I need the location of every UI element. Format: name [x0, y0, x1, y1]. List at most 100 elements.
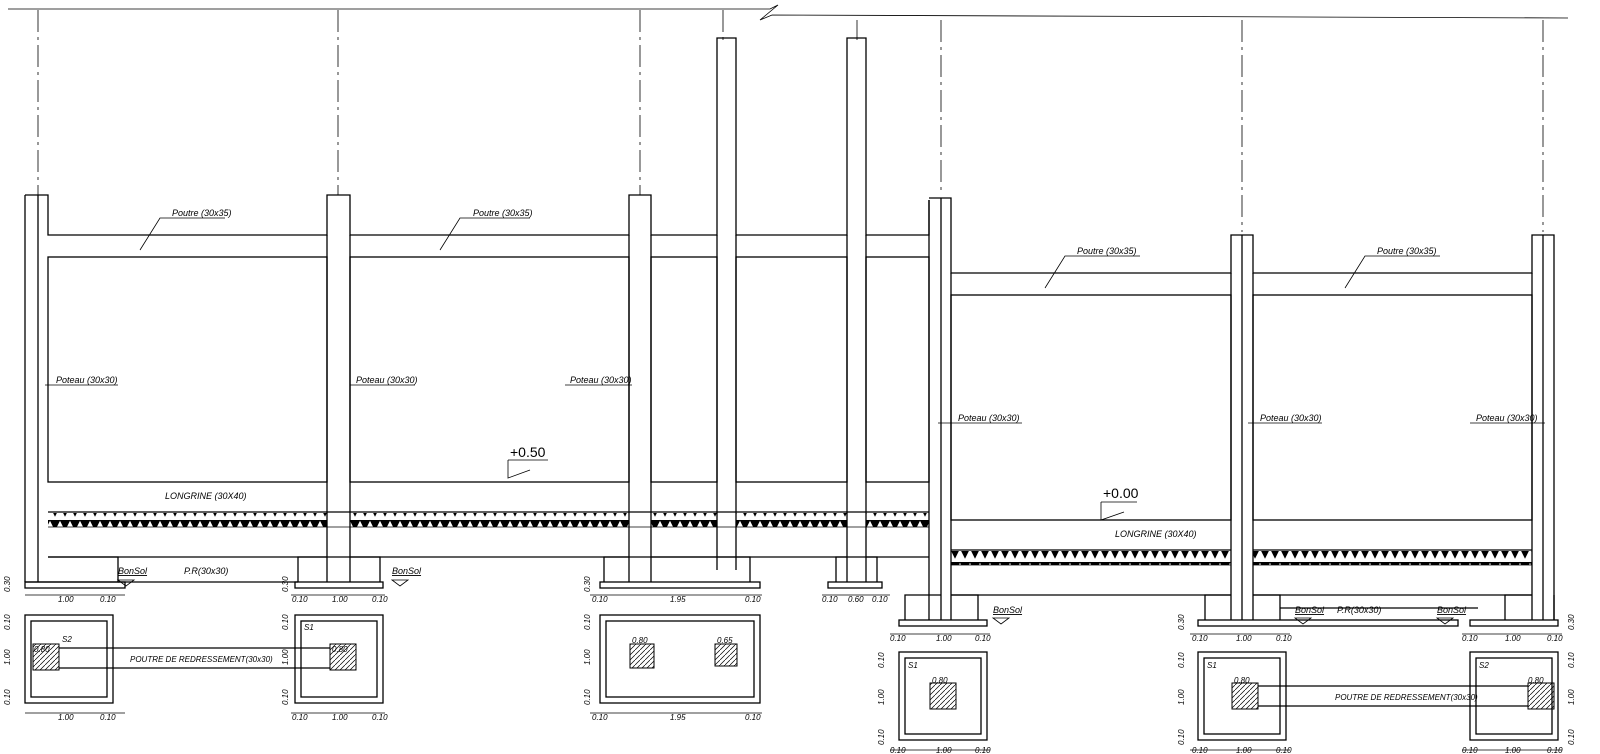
- dim-text: 1.00: [281, 649, 290, 665]
- dim-text: 0.10: [281, 614, 290, 630]
- dim-text: 1.95: [670, 713, 686, 722]
- dim-text: 0.80: [1234, 676, 1250, 685]
- dim-text: 0.10: [1192, 634, 1208, 643]
- dim-text: 0.10: [890, 634, 906, 643]
- footing-tag: S1: [304, 623, 314, 632]
- bonsol-label: BonSol: [392, 566, 422, 576]
- column-label: Poteau (30x30): [1260, 413, 1322, 423]
- right-frame: [898, 197, 1559, 627]
- top-border: [8, 4, 1569, 21]
- dim-text: 1.00: [1567, 689, 1576, 705]
- dim-text: 0.10: [1276, 634, 1292, 643]
- dim-text: 0.10: [100, 595, 116, 604]
- dim-text: 1.00: [58, 595, 74, 604]
- dim-text: 0.30: [1177, 614, 1186, 630]
- level-mark: +0.00: [1103, 485, 1139, 501]
- beam-label: Poutre (30x35): [1377, 246, 1437, 256]
- dim-text: 0.10: [100, 713, 116, 722]
- beam-label: Poutre (30x35): [473, 208, 533, 218]
- level-mark: +0.50: [510, 444, 546, 460]
- dim-text: 0.80: [1528, 676, 1544, 685]
- pr-label: P.R(30x30): [184, 566, 228, 576]
- column-label: Poteau (30x30): [1476, 413, 1538, 423]
- dim-text: 0.10: [975, 746, 991, 754]
- dim-text: 0.60: [848, 595, 864, 604]
- dim-text: 0.10: [1547, 746, 1563, 754]
- dim-text: 0.10: [1177, 729, 1186, 745]
- dim-text: 1.00: [1505, 634, 1521, 643]
- dim-text: 0.80: [34, 645, 50, 654]
- dim-text: 0.10: [1177, 652, 1186, 668]
- bonsol-label: BonSol: [993, 605, 1023, 615]
- right-footing-plans: S1 0.80 S1 0.80 S2 0.80 POUTRE DE REDRES…: [877, 651, 1576, 754]
- dim-text: 1.95: [670, 595, 686, 604]
- dim-text: 0.10: [3, 614, 12, 630]
- left-annotations: Poutre (30x35) Poutre (30x35) Poteau (30…: [3, 208, 890, 604]
- dim-text: 0.10: [745, 595, 761, 604]
- beam-label: Poutre (30x35): [172, 208, 232, 218]
- footing-tag: S1: [1207, 661, 1217, 670]
- left-frame: [24, 37, 930, 620]
- dim-text: 1.00: [332, 595, 348, 604]
- column-label: Poteau (30x30): [56, 375, 118, 385]
- dim-text: 0.10: [292, 713, 308, 722]
- dim-text: 0.10: [890, 746, 906, 754]
- dim-text: 1.00: [583, 649, 592, 665]
- dim-text: 0.10: [1276, 746, 1292, 754]
- dim-text: 1.00: [3, 649, 12, 665]
- dim-text: 1.00: [1236, 634, 1252, 643]
- beam-label: Poutre (30x35): [1077, 246, 1137, 256]
- dim-text: 1.00: [877, 689, 886, 705]
- column-label: Poteau (30x30): [356, 375, 418, 385]
- dim-text: 1.00: [1505, 746, 1521, 754]
- dim-text: 0.10: [1547, 634, 1563, 643]
- redressement-label: POUTRE DE REDRESSEMENT(30x30): [1335, 693, 1478, 702]
- dim-text: 0.10: [1567, 652, 1576, 668]
- dim-text: 0.10: [583, 614, 592, 630]
- column-label: Poteau (30x30): [958, 413, 1020, 423]
- footing-tag: S1: [908, 661, 918, 670]
- dim-text: 0.80: [632, 636, 648, 645]
- dim-text: 0.30: [3, 576, 12, 592]
- bonsol-label: BonSol: [118, 566, 148, 576]
- redressement-label: POUTRE DE REDRESSEMENT(30x30): [130, 655, 273, 664]
- footing-tag: S2: [62, 635, 72, 644]
- bonsol-label: BonSol: [1437, 605, 1467, 615]
- column-label: Poteau (30x30): [570, 375, 632, 385]
- dim-text: 0.10: [975, 634, 991, 643]
- right-annotations: Poutre (30x35) Poutre (30x35) Poteau (30…: [890, 246, 1576, 643]
- dim-text: 0.10: [3, 689, 12, 705]
- dim-text: 0.65: [717, 636, 733, 645]
- grid-axes: [37, 10, 1544, 232]
- dim-text: 1.00: [1177, 689, 1186, 705]
- dim-text: 0.30: [583, 576, 592, 592]
- dim-text: 0.10: [292, 595, 308, 604]
- pr-label: P.R(30x30): [1337, 605, 1381, 615]
- dim-text: 0.10: [281, 689, 290, 705]
- dim-text: 0.10: [877, 652, 886, 668]
- dim-text: 1.00: [936, 634, 952, 643]
- dim-text: 0.30: [1567, 614, 1576, 630]
- dim-text: 0.10: [872, 595, 888, 604]
- dim-text: 0.10: [1192, 746, 1208, 754]
- dim-text: 0.80: [932, 676, 948, 685]
- dim-text: 0.10: [583, 689, 592, 705]
- dim-text: 0.10: [592, 595, 608, 604]
- dim-text: 0.10: [1567, 729, 1576, 745]
- dim-text: 1.00: [936, 746, 952, 754]
- left-footing-plans: S2 0.80 S1 0.80 POUTRE DE REDRESSEMENT(3…: [3, 614, 762, 722]
- dim-text: 1.00: [58, 713, 74, 722]
- dim-text: 0.30: [281, 576, 290, 592]
- dim-text: 0.10: [745, 713, 761, 722]
- dim-text: 1.00: [1236, 746, 1252, 754]
- dim-text: 0.10: [1462, 634, 1478, 643]
- dim-text: 0.80: [332, 645, 348, 654]
- longrine-label: LONGRINE (30X40): [165, 491, 247, 501]
- dim-text: 0.10: [1462, 746, 1478, 754]
- dim-text: 0.10: [822, 595, 838, 604]
- dim-text: 0.10: [372, 713, 388, 722]
- longrine-label: LONGRINE (30X40): [1115, 529, 1197, 539]
- dim-text: 0.10: [877, 729, 886, 745]
- dim-text: 1.00: [332, 713, 348, 722]
